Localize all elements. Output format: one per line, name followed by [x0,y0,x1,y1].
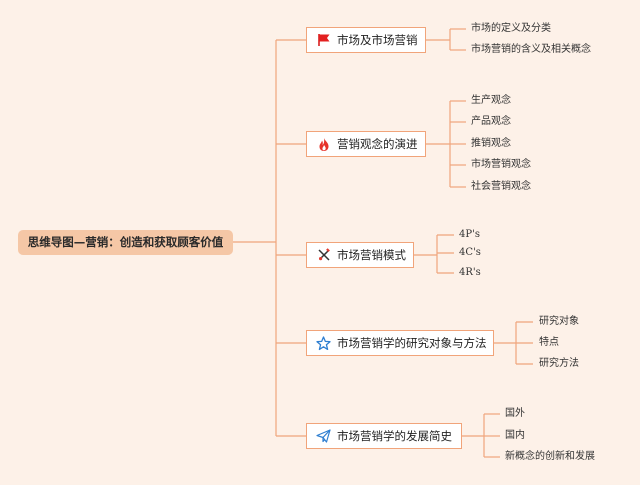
branch-label: 市场营销学的研究对象与方法 [337,336,487,350]
star-icon [316,335,331,351]
leaf-4rs[interactable]: 4R's [459,267,481,278]
leaf-marketing-concept[interactable]: 市场营销观念 [471,159,531,170]
leaf-new-concept-innovation[interactable]: 新概念的创新和发展 [505,451,595,462]
red-flag-icon [316,33,331,48]
branch-label: 市场及市场营销 [337,33,418,47]
leaf-characteristics[interactable]: 特点 [539,337,559,348]
branch-marketing-concept-evolution[interactable]: 营销观念的演进 [306,131,426,157]
flame-icon [316,137,331,152]
branch-research-objects-and-methods[interactable]: 市场营销学的研究对象与方法 [306,330,494,356]
branch-marketing-history[interactable]: 市场营销学的发展简史 [306,423,462,449]
leaf-4cs[interactable]: 4C's [459,247,481,258]
tools-icon [316,248,331,263]
leaf-research-object[interactable]: 研究对象 [539,316,579,327]
branch-label: 市场营销模式 [337,248,406,262]
paper-plane-icon [316,429,331,444]
leaf-market-definition[interactable]: 市场的定义及分类 [471,23,551,34]
leaf-social-marketing-concept[interactable]: 社会营销观念 [471,181,531,192]
leaf-selling-concept[interactable]: 推销观念 [471,138,511,149]
leaf-abroad[interactable]: 国外 [505,408,525,419]
leaf-domestic[interactable]: 国内 [505,430,525,441]
leaf-marketing-meaning[interactable]: 市场营销的含义及相关概念 [471,44,591,55]
leaf-product-concept[interactable]: 产品观念 [471,116,511,127]
branch-label: 营销观念的演进 [337,137,418,151]
leaf-4ps[interactable]: 4P's [459,229,480,240]
leaf-production-concept[interactable]: 生产观念 [471,95,511,106]
leaf-research-method[interactable]: 研究方法 [539,358,579,369]
branch-market-and-marketing[interactable]: 市场及市场营销 [306,27,426,53]
branch-label: 市场营销学的发展简史 [337,429,452,443]
branch-marketing-models[interactable]: 市场营销模式 [306,242,414,268]
root-node[interactable]: 思维导图—营销：创造和获取顾客价值 [18,230,233,255]
